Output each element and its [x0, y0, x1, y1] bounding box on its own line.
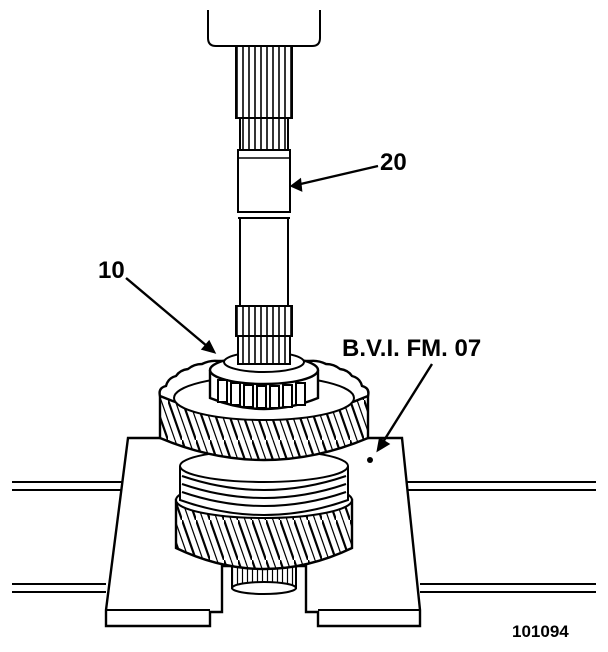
input-shaft	[235, 45, 293, 365]
callout-tool: B.V.I. FM. 07	[342, 335, 481, 362]
figure-number: 101094	[512, 622, 569, 641]
callout-bearing: 10	[98, 257, 125, 284]
synchro-hub	[179, 449, 349, 516]
press-ram	[207, 10, 321, 47]
callout-shaft: 20	[380, 149, 407, 176]
leader-lines	[125, 164, 434, 453]
bench-rails	[12, 481, 596, 593]
